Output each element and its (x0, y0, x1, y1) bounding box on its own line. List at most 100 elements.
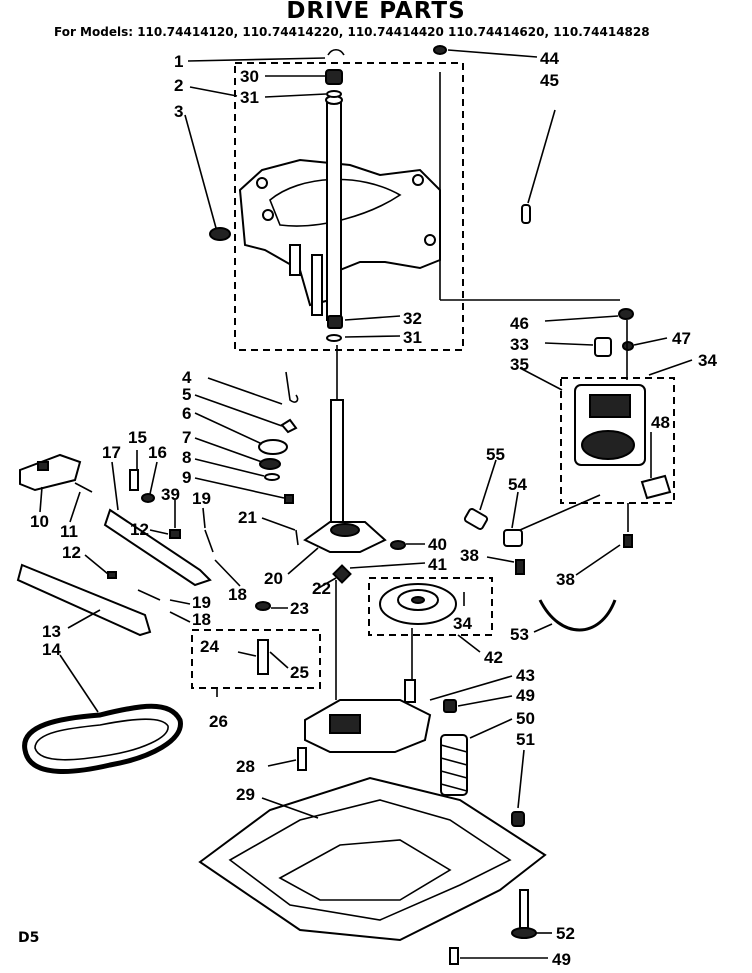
part-12-clip-lower (107, 571, 117, 579)
label-49-upper: 49 (516, 686, 535, 705)
part-48-capacitor (640, 474, 672, 500)
label-55: 55 (486, 445, 505, 464)
label-32: 32 (403, 309, 422, 328)
label-31-bottom: 31 (403, 328, 422, 347)
part-31-washer-top (326, 90, 342, 98)
part-38-bolt-right (623, 534, 633, 548)
transmission-housing-drawing (238, 95, 441, 321)
part-39-clip (169, 529, 181, 539)
pulley-group-box (368, 577, 493, 636)
part-43-gearcase (304, 580, 432, 753)
part-40-nut (390, 540, 406, 550)
label-46: 46 (510, 314, 529, 333)
part-32-bearing (327, 315, 343, 329)
part-31-washer-bottom (326, 334, 342, 342)
label-18-upper: 18 (228, 585, 247, 604)
page-id: D5 (18, 930, 40, 946)
label-13: 13 (42, 622, 61, 641)
label-6: 6 (182, 404, 191, 423)
label-45: 45 (540, 71, 559, 90)
label-1: 1 (174, 52, 183, 71)
part-20-clutch (303, 521, 387, 553)
label-53: 53 (510, 625, 529, 644)
part-49-cap-lower (449, 947, 459, 965)
label-31-top: 31 (240, 88, 259, 107)
label-22: 22 (312, 579, 331, 598)
part-1-clip (327, 48, 345, 56)
label-47: 47 (672, 329, 691, 348)
label-39: 39 (161, 485, 180, 504)
label-21: 21 (238, 508, 257, 527)
part-53-clip (538, 599, 617, 632)
part-41-pulley (379, 583, 457, 625)
motor-group-box (560, 377, 675, 504)
agitator-shaft (330, 399, 344, 526)
part-14-belt (22, 703, 183, 775)
part-38-bolt-left (515, 559, 525, 575)
part-23-washer (255, 601, 271, 611)
part-4-spring-clip (285, 371, 299, 403)
label-23: 23 (290, 599, 309, 618)
part-51-mount (511, 811, 525, 827)
label-3: 3 (174, 102, 183, 121)
label-28: 28 (236, 757, 255, 776)
brake-group-box (191, 629, 321, 689)
label-48: 48 (651, 413, 670, 432)
label-18-lower: 18 (192, 610, 211, 629)
part-16-nut (141, 493, 155, 503)
part-30-cap (325, 69, 343, 85)
model-numbers: For Models: 110.74414120, 110.74414220, … (54, 25, 650, 39)
part-8-washer (264, 473, 280, 481)
label-4: 4 (182, 368, 192, 387)
part-13-bracket (16, 563, 152, 637)
label-7: 7 (182, 428, 191, 447)
part-21-pin (295, 529, 299, 546)
part-52-leveling-leg (511, 889, 537, 939)
label-33: 33 (510, 335, 529, 354)
label-51: 51 (516, 730, 535, 749)
part-17-bracket (103, 508, 212, 587)
label-25: 25 (290, 663, 309, 682)
part-25-pin (269, 651, 289, 669)
label-50: 50 (516, 709, 535, 728)
part-18-lower (137, 589, 161, 601)
part-28-bolt (297, 747, 307, 771)
label-19-upper: 19 (192, 489, 211, 508)
label-5: 5 (182, 385, 191, 404)
label-29: 29 (236, 785, 255, 804)
label-38-left: 38 (460, 546, 479, 565)
label-17: 17 (102, 443, 121, 462)
label-42: 42 (484, 648, 503, 667)
label-54: 54 (508, 475, 527, 494)
page-title: DRIVE PARTS (286, 0, 466, 24)
part-54-clamp (503, 529, 523, 547)
label-15: 15 (128, 428, 147, 447)
part-11-screw (74, 482, 93, 493)
label-2: 2 (174, 76, 183, 95)
label-30: 30 (240, 67, 259, 86)
part-33-bushing (594, 337, 612, 357)
label-52: 52 (556, 924, 575, 943)
label-12-upper: 12 (130, 520, 149, 539)
part-50-spring (440, 734, 468, 796)
label-20: 20 (264, 569, 283, 588)
part-24-spring (257, 639, 269, 675)
label-24: 24 (200, 637, 219, 656)
part-7-washer (259, 458, 281, 470)
part-9-pin (284, 494, 294, 504)
part-10-switch (19, 453, 82, 492)
label-12-lower: 12 (62, 543, 81, 562)
part-46-nut (618, 308, 634, 320)
label-8: 8 (182, 448, 191, 467)
part-6-cam (258, 439, 288, 455)
label-9: 9 (182, 468, 191, 487)
part-5-link (280, 418, 298, 434)
part-55-fitting (463, 508, 489, 530)
part-15-screw (129, 469, 139, 491)
label-34-lower: 34 (453, 614, 472, 633)
part-49-cap-upper (443, 699, 457, 713)
label-38-right: 38 (556, 570, 575, 589)
label-14: 14 (42, 640, 61, 659)
label-35: 35 (510, 355, 529, 374)
label-41: 41 (428, 555, 447, 574)
